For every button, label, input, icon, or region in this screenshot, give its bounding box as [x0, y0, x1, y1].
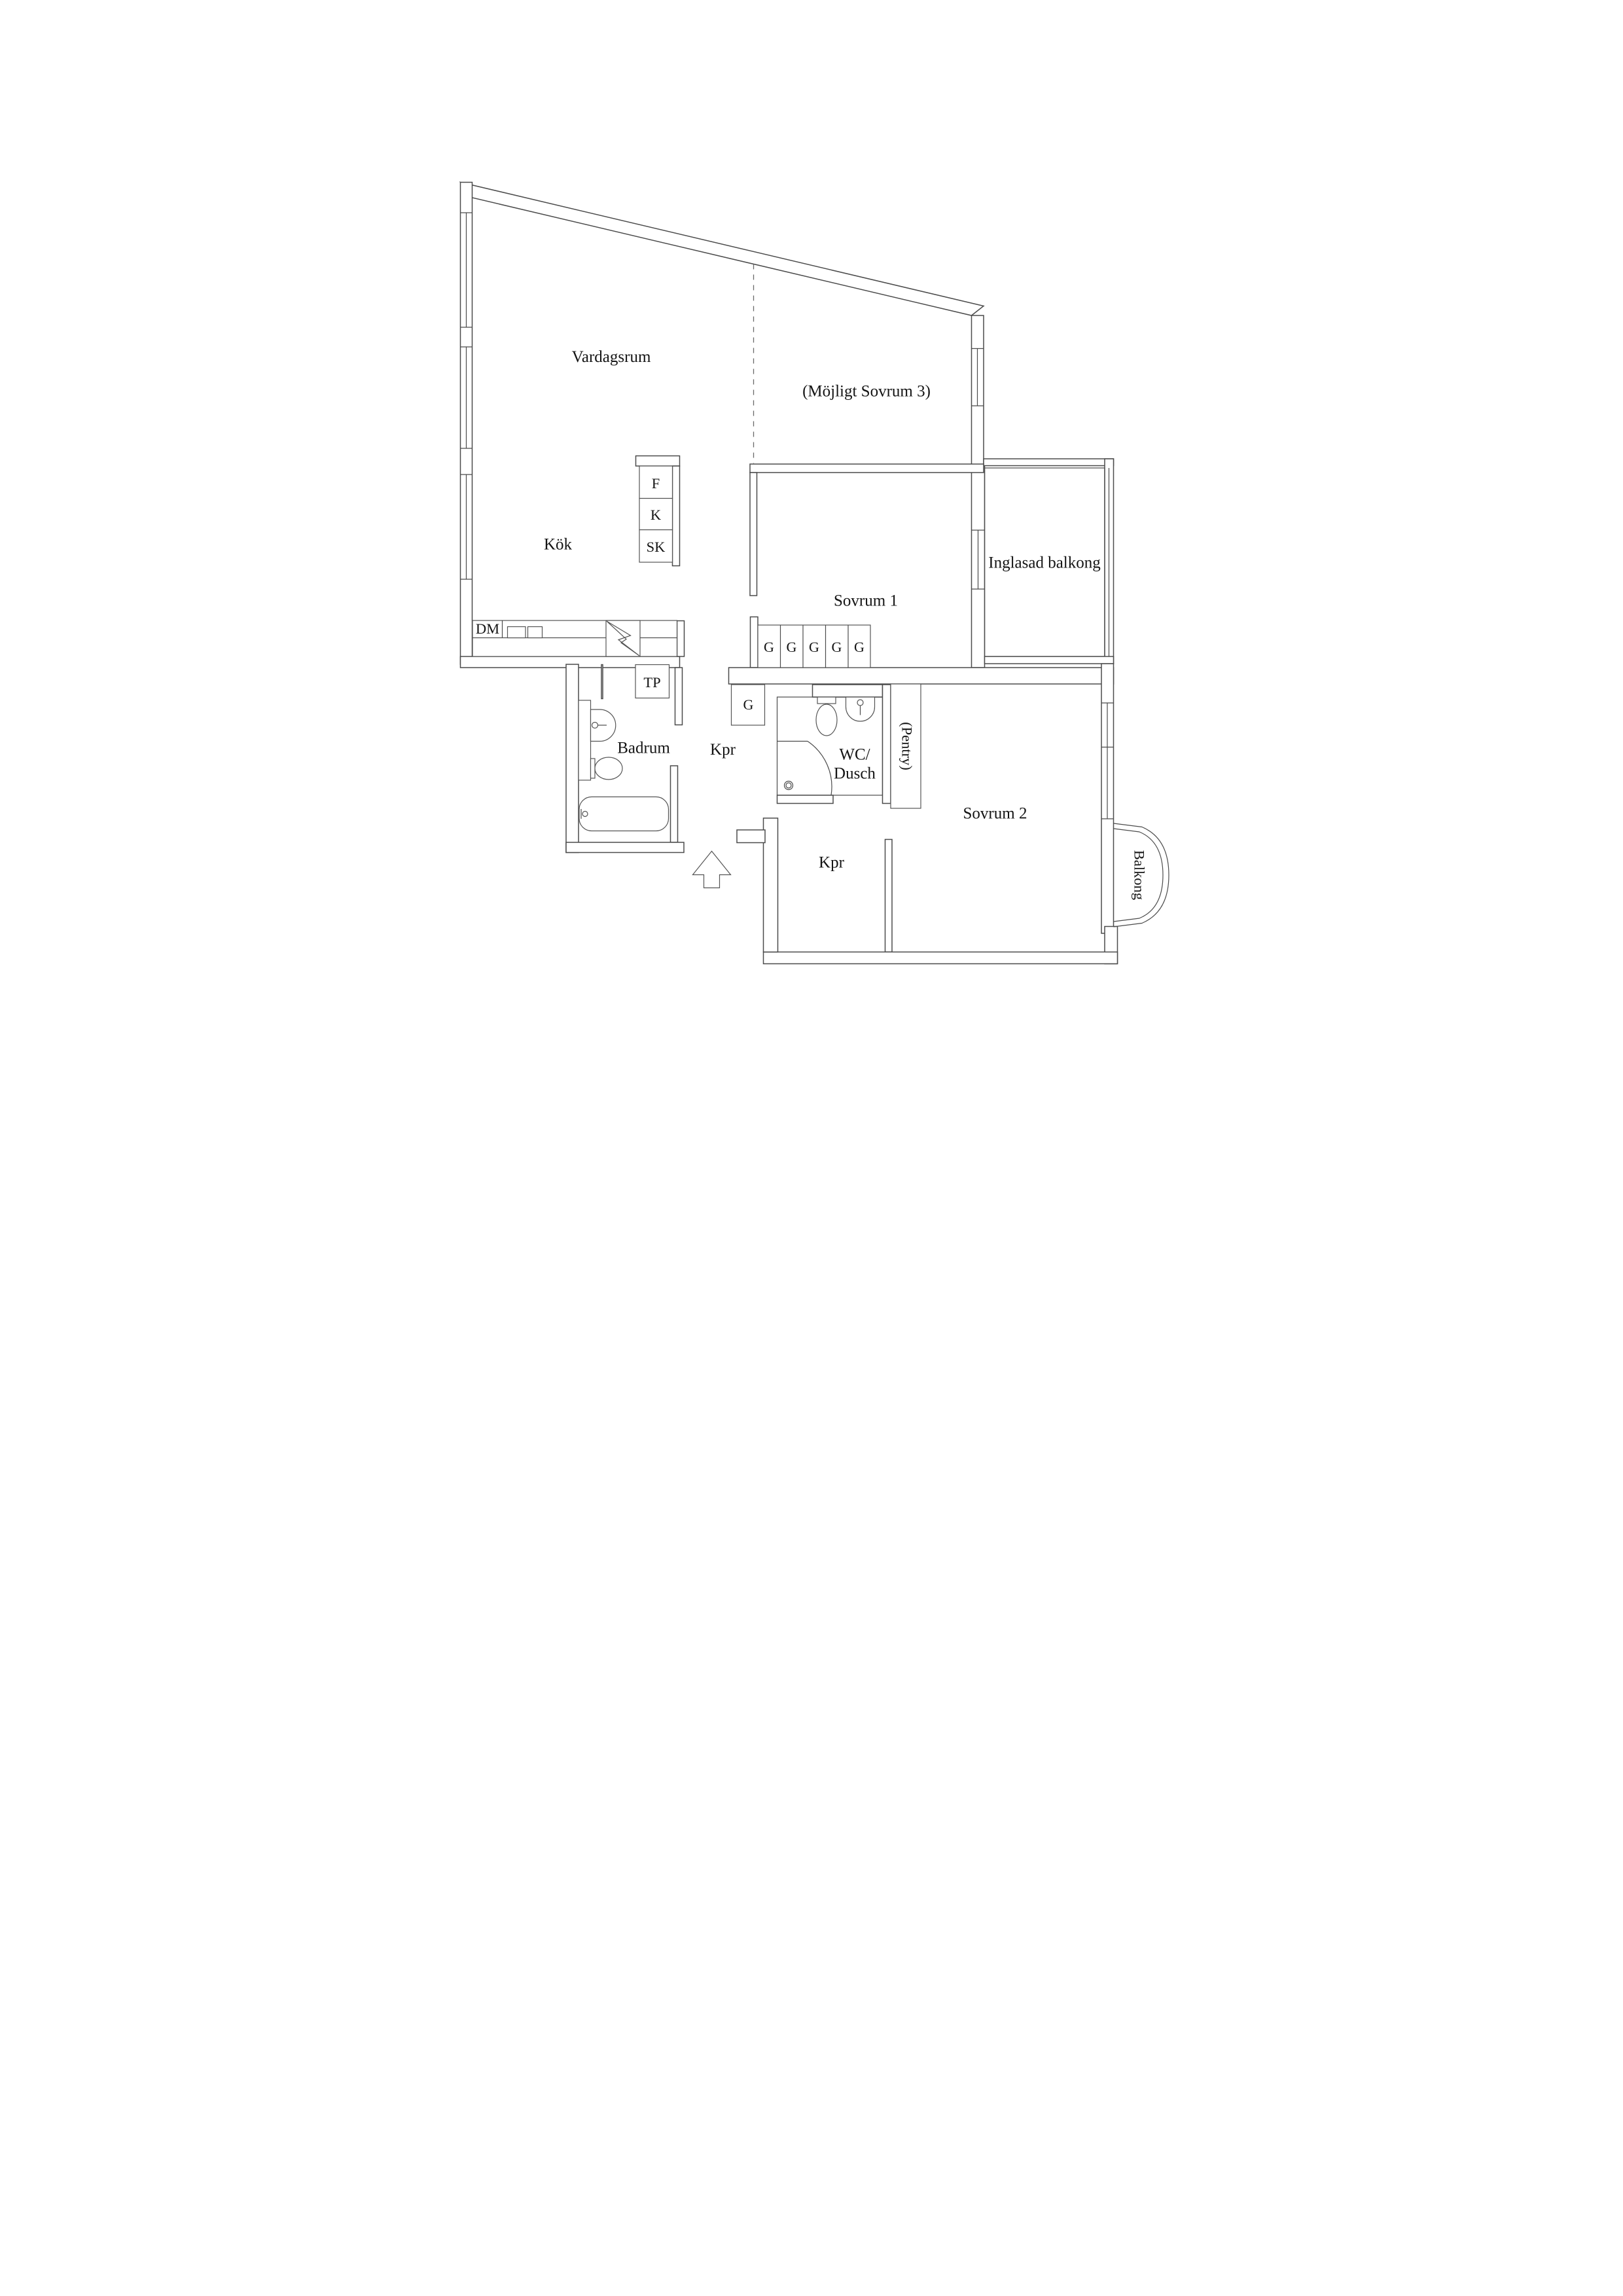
window-right-upper — [971, 348, 984, 406]
wall-wc-right — [882, 684, 891, 804]
kitchen-sink-bowl-2 — [527, 626, 543, 639]
label-wardrobe-3: G — [809, 639, 819, 655]
wall-balcony-top — [983, 458, 1115, 467]
kitchen-sink-bowl-1 — [507, 626, 526, 639]
wall-bathroom-left — [565, 664, 579, 853]
label-fridge: F — [652, 475, 660, 492]
bathroom-faucet-icon — [591, 721, 599, 729]
shower-curtain-arc — [807, 741, 832, 796]
wall-bathroom-right-upper — [674, 667, 683, 726]
closet-pantry — [890, 683, 921, 809]
floor-plan-page: Vardagsrum (Möjligt Sovrum 3) Kök Sovrum… — [406, 0, 1217, 1148]
labels: Vardagsrum (Möjligt Sovrum 3) Kök Sovrum… — [476, 348, 1147, 900]
closet-fksk-spine — [671, 465, 681, 567]
wc-faucet-icon — [857, 699, 864, 706]
label-wardrobe-4: G — [832, 639, 842, 655]
bathtub-icon — [579, 796, 669, 832]
fixtures — [578, 696, 876, 832]
label-wardrobe-5: G — [854, 639, 865, 655]
label-cabinet: SK — [647, 539, 666, 555]
up-arrow-icon — [692, 850, 732, 889]
wall-bedroom1-left-stub — [749, 616, 758, 668]
kitchen-counter-appliance-row — [472, 620, 678, 639]
label-wardrobe-1: G — [764, 639, 774, 655]
label-living-room: Vardagsrum — [572, 348, 651, 366]
label-freezer: K — [651, 507, 662, 523]
label-dryer: TP — [643, 674, 660, 691]
label-hallway: Kpr — [819, 854, 845, 872]
floor-plan-drawing: Vardagsrum (Möjligt Sovrum 3) Kök Sovrum… — [459, 181, 1169, 965]
wall-bathroom-alcove-stub — [601, 664, 603, 700]
wall-bedroom2-left-lower — [884, 838, 893, 953]
wardrobe-row — [757, 624, 871, 668]
closet-fksk-cap — [635, 455, 681, 467]
label-wc-line2: Dusch — [834, 765, 876, 783]
wardrobe-single — [730, 684, 766, 726]
label-dishwasher: DM — [476, 620, 499, 637]
wall-bottom-exterior — [762, 951, 1118, 965]
closets — [472, 455, 921, 809]
kitchen-counter-front-row — [472, 637, 678, 657]
wc-toilet-tank-icon — [817, 696, 836, 704]
wall-entry-stub — [736, 829, 766, 844]
closet-cabinet — [639, 529, 673, 563]
shower-drain-inner — [785, 782, 792, 789]
balcony-outer-rail — [1113, 823, 1169, 927]
label-balcony: Balkong — [1131, 850, 1147, 900]
wall-balcony-bottom — [984, 656, 1115, 664]
wall-wc-top — [812, 684, 883, 698]
wc-toilet-icon — [815, 704, 838, 736]
wall-kitchen-right — [676, 620, 685, 657]
wall-bedroom1-top — [749, 463, 984, 473]
label-kitchen: Kök — [544, 536, 573, 554]
lightning-bolt-icon — [606, 620, 640, 656]
wall-top-sloped — [459, 181, 985, 316]
label-wc-line1: WC/ — [839, 746, 870, 764]
label-bedroom-1: Sovrum 1 — [834, 592, 898, 610]
window-left-3 — [460, 474, 473, 580]
balcony-inner-rail — [1113, 828, 1164, 922]
label-pantry: (Pentry) — [899, 722, 915, 770]
shower-drain-icon — [783, 780, 794, 791]
window-bedroom2-right — [1101, 702, 1114, 819]
label-bathroom: Badrum — [617, 740, 670, 757]
label-glazed-balcony: Inglasad balkong — [988, 554, 1101, 572]
window-left-1 — [460, 212, 473, 328]
closet-dryer — [635, 664, 670, 699]
walls — [459, 181, 1118, 965]
toilet-icon — [594, 757, 623, 780]
closet-fridge — [639, 465, 673, 499]
window-left-2 — [460, 346, 473, 449]
wall-wc-bottom — [776, 795, 834, 804]
wall-bathroom-bottom — [565, 842, 685, 853]
label-possible-bedroom: (Möjligt Sovrum 3) — [802, 383, 931, 401]
bathtub-faucet-icon — [582, 810, 588, 817]
bathroom-vanity — [578, 700, 592, 781]
window-bedroom1-balcony — [971, 529, 985, 590]
balcony-structure — [1113, 823, 1169, 927]
wall-bedroom1-left — [749, 472, 758, 596]
wall-mid-horizontal-band — [728, 667, 1115, 685]
label-bedroom-2: Sovrum 2 — [963, 805, 1027, 823]
label-wardrobe-2: G — [787, 639, 797, 655]
wall-bathroom-right-lower — [669, 765, 679, 843]
label-wardrobe-single: G — [743, 696, 754, 713]
closet-freezer — [639, 497, 673, 531]
wall-hallway-left — [762, 817, 779, 953]
toilet-tank-icon — [590, 758, 596, 779]
label-closet-passage: Kpr — [710, 741, 736, 759]
